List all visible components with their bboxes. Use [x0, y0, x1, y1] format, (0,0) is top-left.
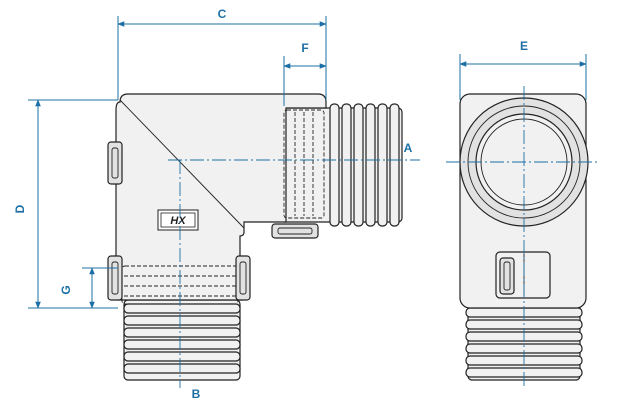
dim-label-e: E [520, 39, 528, 53]
vertical-conduit-rib [123, 315, 241, 326]
dim-label-d: D [13, 204, 27, 213]
horizontal-conduit-rib [353, 103, 364, 227]
dim-label-b: B [192, 387, 201, 401]
front-view [446, 86, 600, 388]
front-latch [495, 251, 551, 299]
horizontal-conduit-rib [341, 103, 352, 227]
side-view: HX [107, 93, 420, 388]
horizontal-conduit-rib [329, 103, 340, 227]
horizontal-conduit-rib [365, 103, 376, 227]
horizontal-insert-hidden [283, 109, 325, 219]
elbow-body [115, 93, 327, 301]
latch-right-lower [235, 255, 251, 301]
latch-bottom-horizontal [271, 223, 319, 239]
hx-logo: HX [157, 209, 199, 231]
vertical-conduit [123, 299, 241, 381]
vertical-conduit-rib [123, 363, 241, 374]
elbow-seam [119, 99, 245, 229]
horizontal-conduit [279, 103, 403, 227]
dim-label-f: F [301, 41, 308, 55]
dim-label-a: A [404, 141, 413, 155]
latch-left-lower [107, 255, 123, 301]
latch-left-upper [107, 141, 123, 185]
horizontal-conduit-rib [389, 103, 400, 227]
dim-label-c: C [218, 7, 227, 21]
vertical-conduit-rib [123, 303, 241, 314]
vertical-conduit-rib [123, 339, 241, 350]
hx-logo-text: HX [170, 215, 186, 227]
horizontal-conduit-rib [377, 103, 388, 227]
dim-label-g: G [59, 285, 73, 294]
vertical-conduit-rib [123, 351, 241, 362]
vertical-conduit-rib [123, 327, 241, 338]
dimension-lines [28, 16, 587, 309]
